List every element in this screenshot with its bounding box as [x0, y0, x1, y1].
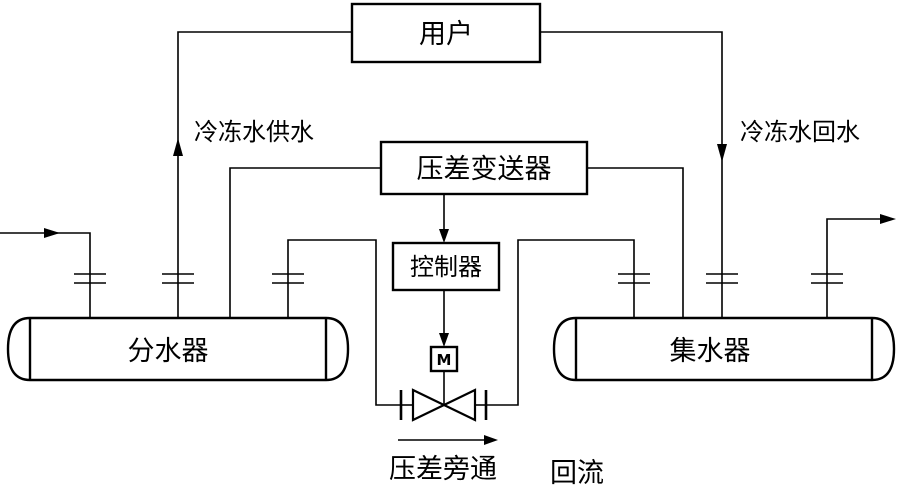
controller-box	[391, 241, 501, 292]
main-outlet-arrow	[880, 214, 896, 224]
chilled-return-label: 冷冻水回水	[740, 118, 860, 146]
motor-label: M	[437, 351, 452, 369]
return-flow-label: 回流	[550, 458, 604, 487]
user-box	[350, 2, 542, 64]
bypass-pipe-left	[287, 239, 401, 406]
controller-label: 控制器	[410, 253, 482, 281]
dp-transmitter-label: 压差变送器	[417, 154, 552, 185]
main-outlet-pipe	[826, 218, 880, 318]
signal-arrow-controller	[439, 229, 449, 243]
bypass-flow-arrow	[484, 435, 498, 445]
valve-body	[411, 388, 447, 422]
return-arrow	[717, 144, 727, 162]
impulse-line-right	[587, 167, 684, 318]
user-label: 用户	[419, 19, 473, 50]
main-inlet-pipe	[0, 232, 91, 318]
main-inlet-arrow	[44, 228, 60, 238]
supply-pipe	[177, 31, 352, 318]
valve-body-right	[441, 388, 477, 422]
distributor-label: 分水器	[128, 336, 209, 367]
impulse-line-left	[229, 167, 381, 318]
flange-group	[74, 273, 843, 284]
chilled-supply-label: 冷冻水供水	[194, 118, 314, 146]
bypass-label: 压差旁通	[389, 454, 497, 485]
signal-arrow-motor	[439, 333, 449, 347]
bypass-pipe-right	[486, 239, 635, 406]
return-pipe	[540, 31, 723, 318]
collector-label: 集水器	[670, 336, 751, 367]
supply-arrow	[173, 138, 183, 156]
